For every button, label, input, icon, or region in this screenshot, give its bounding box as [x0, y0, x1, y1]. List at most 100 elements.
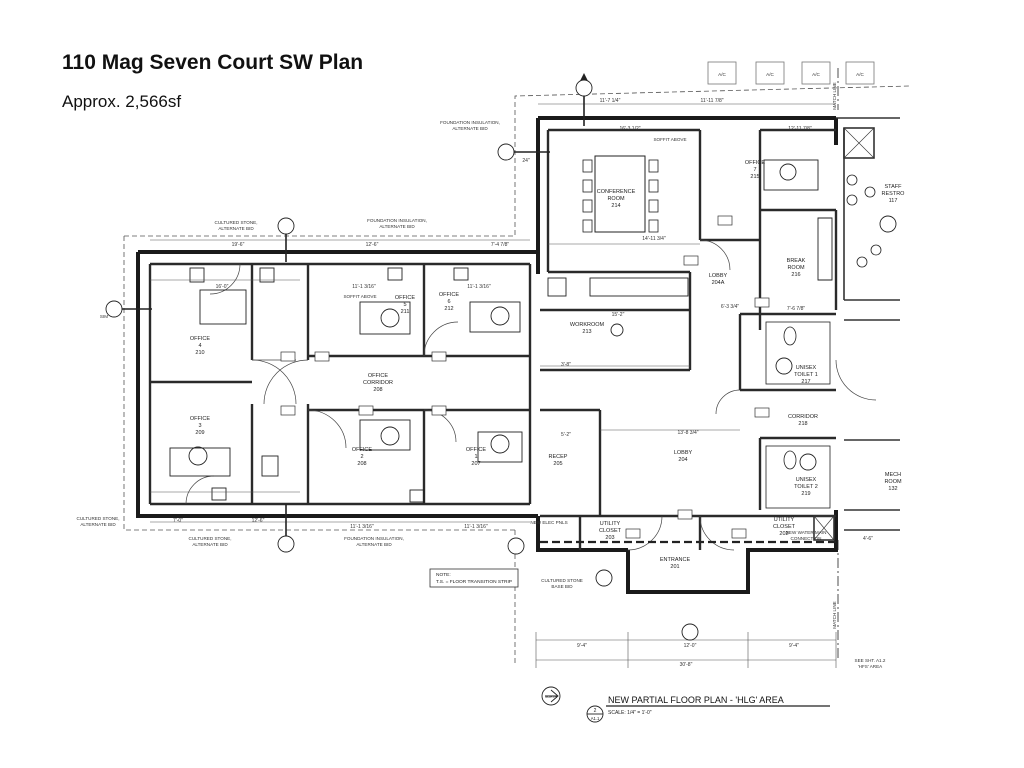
dimension-label: 11'-11 7/8" [700, 98, 723, 104]
adjacent-building [813, 117, 900, 541]
ac-units [707, 61, 875, 85]
room-name-2: 4 [198, 343, 201, 349]
drawing-title-block: 2 A1.1 NEW PARTIAL FLOOR PLAN - 'HLG' AR… [545, 695, 784, 721]
room-name-2: 3 [198, 423, 201, 429]
note-text: ALTERNATE BID [192, 542, 228, 547]
dimension-label: 13'-8 3/4" [677, 430, 698, 436]
note-text: ALTERNATE BID [452, 126, 488, 131]
room-name: OFFICE [368, 373, 388, 379]
note-text: ALTERNATE BID [80, 522, 116, 527]
dimension-lines [150, 103, 837, 668]
dimension-label: 11'-1 3/16" [350, 524, 374, 530]
room-number: 202 [779, 531, 788, 537]
room-number: 210 [195, 350, 204, 356]
room-number: 213 [582, 329, 591, 335]
dimension-label: 24" [522, 158, 530, 164]
room-name: WORKROOM [570, 322, 605, 328]
room-number: 208 [373, 387, 382, 393]
note-heading: NOTE: [436, 572, 451, 578]
note-text: FOUNDATION INSULATION, [344, 536, 404, 541]
note-text: 'HFS' AREA [858, 664, 883, 669]
ac-label: A/C [766, 72, 774, 77]
dimension-label: 3'-8" [561, 362, 571, 368]
room-name: UNISEX [796, 477, 817, 483]
room-name: BREAK [787, 258, 806, 264]
room-name-2: TOILET 1 [794, 372, 818, 378]
interior-walls [148, 128, 838, 550]
room-number: 216 [791, 272, 800, 278]
match-line-label: MATCH LINE [832, 82, 837, 109]
dimension-label: 16'-3 1/2" [619, 126, 640, 132]
ac-label: A/C [856, 72, 864, 77]
dimension-label: 11'-1 3/16" [464, 524, 488, 530]
note-text: SOFFIT ABOVE [653, 137, 686, 142]
dimension-label: 7'-6 7/8" [787, 306, 806, 312]
dimension-label: 11'-1 3/16" [352, 284, 376, 290]
note-text: CULTURED STONE, [189, 536, 232, 541]
dimension-label: 11'-1 3/16" [467, 284, 491, 290]
area-subtitle: Approx. 2,566sf [62, 92, 182, 111]
room-name-2: 7 [753, 167, 756, 173]
room-name-2: RESTRO [882, 191, 906, 197]
dimension-label: 12'-0" [684, 643, 697, 649]
dimension-label: 12'-6" [252, 518, 265, 524]
dimension-label: 19'-6" [232, 242, 245, 248]
floor-note-box: NOTE: T.S. = FLOOR TRANSITION STRIP [429, 568, 519, 588]
room-name: OFFICE [352, 447, 372, 453]
note-body: T.S. = FLOOR TRANSITION STRIP [436, 579, 512, 585]
dimension-label: 6'-3 3/4" [721, 304, 740, 310]
room-number: 218 [798, 421, 807, 427]
room-number: 209 [195, 430, 204, 436]
room-name: MECH [885, 472, 901, 478]
note-text: CULTURED STONE, [77, 516, 120, 521]
foundation-insulation-line [124, 85, 911, 237]
room-name: RECEP [549, 454, 568, 460]
note-text: SOFFIT ABOVE [343, 294, 376, 299]
dimension-label: 30'-8" [680, 662, 693, 668]
room-name: CONFERENCE [597, 189, 636, 195]
room-number: 132 [888, 486, 897, 492]
foundation-insulation-line [123, 236, 515, 531]
room-name: UTILITY [774, 517, 795, 523]
note-text: FOUNDATION INSULATION, [440, 120, 500, 125]
room-labels: CONFERENCE ROOM 214 OFFICE 7 215 BREAK R… [190, 160, 905, 570]
conference-chairs [582, 159, 659, 233]
room-number: 211 [401, 309, 410, 315]
room-name-2: 1 [474, 454, 477, 460]
room-number: 203 [605, 535, 614, 541]
room-name: CORRIDOR [788, 414, 818, 420]
dimension-label: 5'-2" [561, 432, 571, 438]
dimension-label: 12'-11 7/8" [788, 126, 812, 132]
dimension-label: 12'-6" [366, 242, 379, 248]
note-text: ALTERNATE BID [218, 226, 254, 231]
room-number: 207 [471, 461, 480, 467]
note-text: FOUNDATION INSULATION, [367, 218, 427, 223]
room-number: 201 [670, 564, 679, 570]
room-number: 204 [678, 457, 687, 463]
note-text: NEW WATER MAIN [786, 530, 827, 535]
section-markers [105, 72, 897, 723]
room-name: OFFICE [190, 416, 210, 422]
room-number: 217 [801, 379, 810, 385]
room-name: OFFICE [466, 447, 486, 453]
room-name-2: ROOM [787, 265, 805, 271]
office-desks [169, 159, 819, 503]
dimension-label: 14'-11 3/4" [642, 236, 666, 242]
room-name: ENTRANCE [660, 557, 691, 563]
conference-table [594, 155, 646, 233]
room-number: 205 [553, 461, 562, 467]
room-name: UTILITY [600, 521, 621, 527]
room-name-2: 2 [360, 454, 363, 460]
copier [547, 277, 567, 297]
room-name: OFFICE [745, 160, 765, 166]
dimension-labels: 19'-6" 12'-6" 7'-4 7/8" 16'-0" 11'-1 3/1… [173, 98, 873, 668]
room-number: 208 [357, 461, 366, 467]
room-name-2: CLOSET [599, 528, 622, 534]
north-arrow [541, 686, 561, 706]
dimension-label: 7'-4 7/8" [491, 242, 510, 248]
break-counter [817, 217, 833, 281]
dimension-label: 9'-4" [789, 643, 799, 649]
toilet-fixtures [765, 174, 882, 509]
room-name: LOBBY [709, 273, 728, 279]
room-name: UNISEX [796, 365, 817, 371]
